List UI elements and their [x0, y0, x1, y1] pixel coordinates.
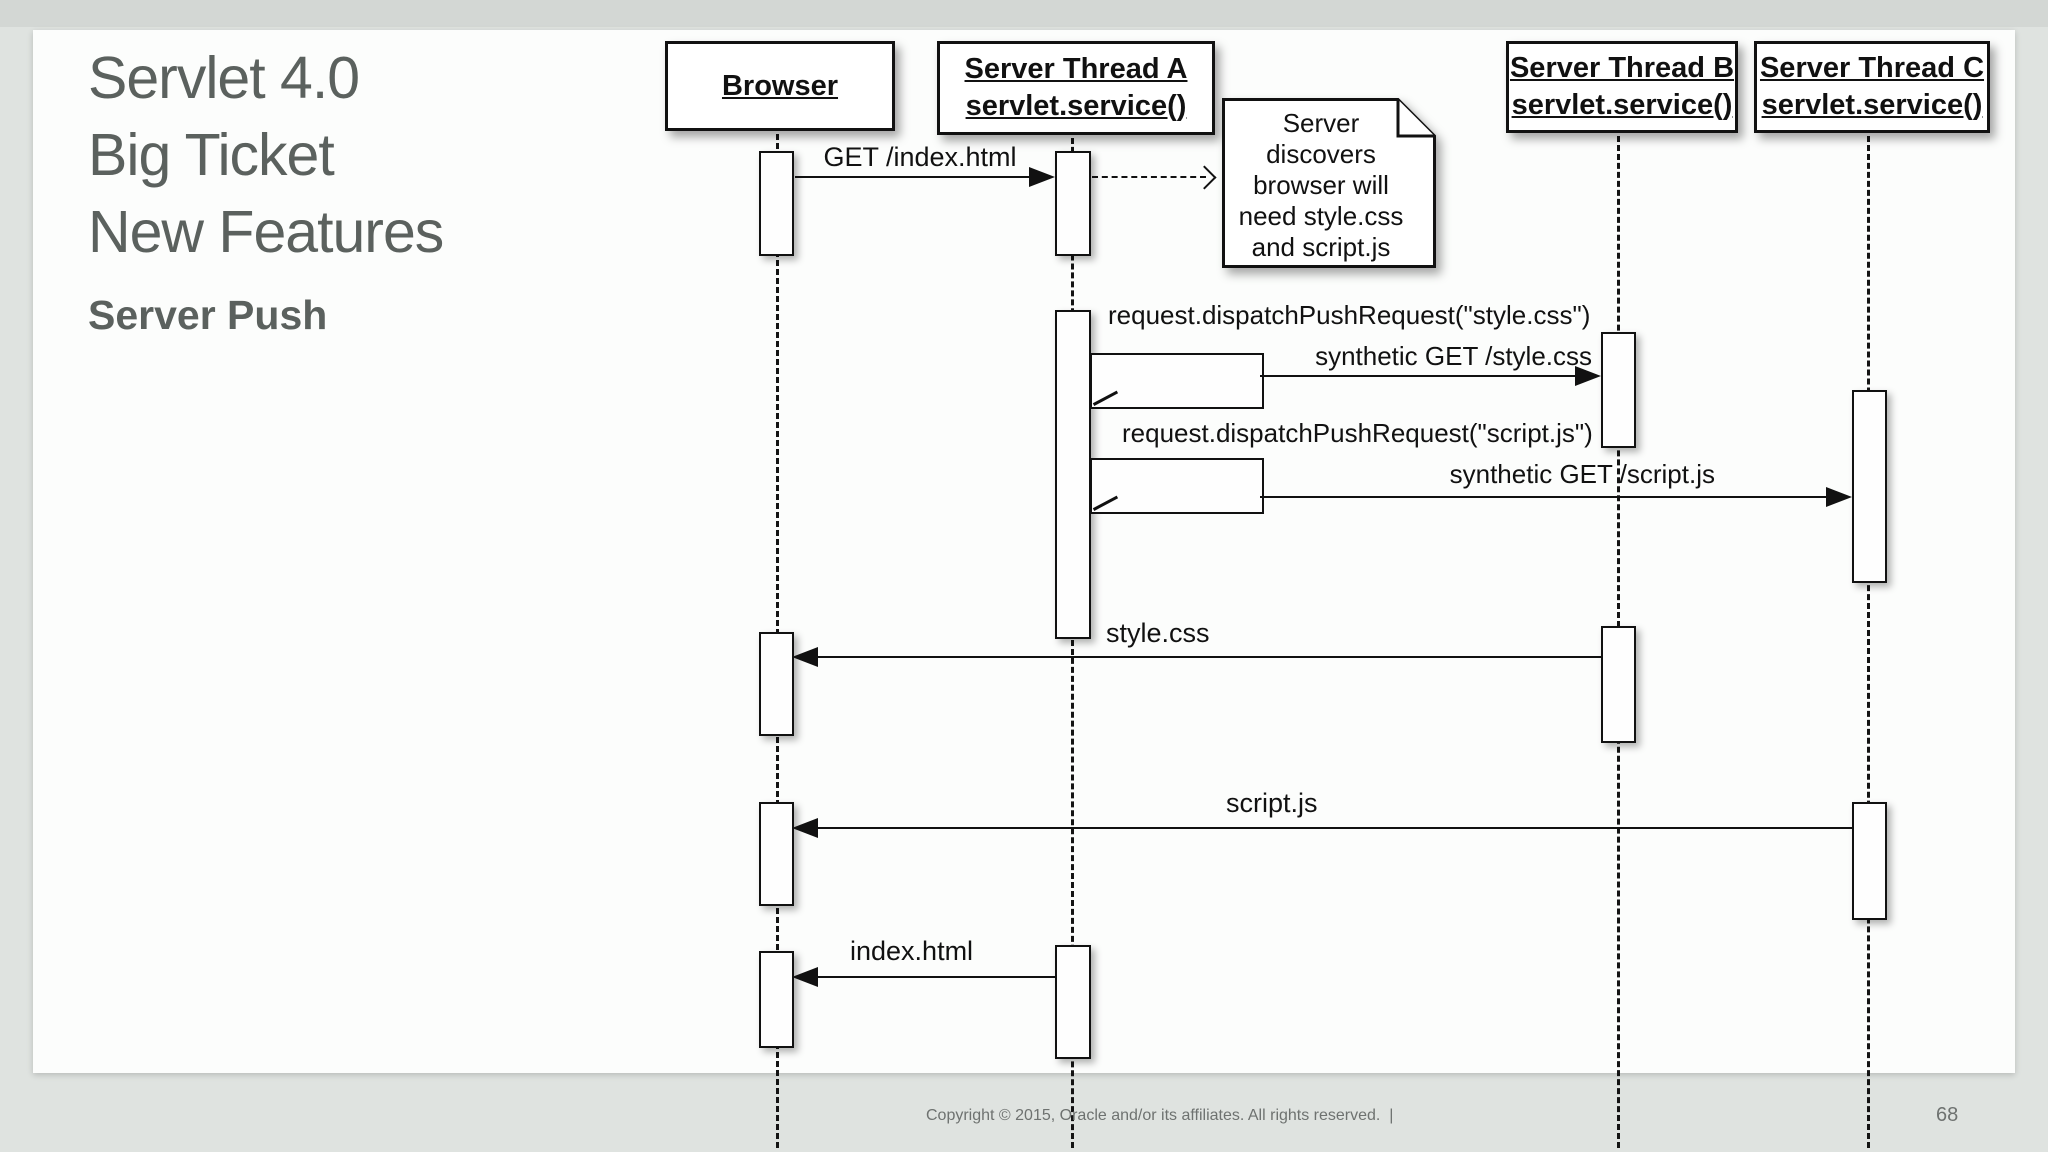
self-call-box-style	[1090, 353, 1264, 409]
activation-bar-browser-3	[759, 802, 794, 906]
arrowhead-synthetic-script	[1826, 487, 1852, 507]
arrow-line-return-script	[816, 827, 1852, 829]
arrow-line-synthetic-script	[1260, 496, 1830, 498]
message-label-return-script: script.js	[1226, 788, 1318, 818]
message-label-dispatch-script: request.dispatchPushRequest("script.js")	[1122, 418, 1593, 448]
page-subtitle: Server Push	[88, 292, 328, 338]
activation-bar-thread-a-3	[1055, 945, 1091, 1059]
arrowhead-return-style	[792, 647, 818, 667]
self-call-box-script	[1090, 458, 1264, 514]
participant-name: Server Thread B	[1509, 52, 1735, 84]
participant-subtitle: servlet.service()	[965, 90, 1187, 122]
activation-bar-browser-4	[759, 951, 794, 1048]
activation-bar-thread-c-2	[1852, 802, 1887, 920]
note-shape	[1222, 98, 1436, 268]
lifeline-thread-c	[1867, 127, 1870, 1148]
activation-bar-thread-c-1	[1852, 390, 1887, 583]
participant-name: Server Thread C	[1759, 52, 1985, 84]
footer-copyright: Copyright © 2015, Oracle and/or its affi…	[926, 1107, 1394, 1124]
note-text: Server discovers browser will need style…	[1238, 108, 1404, 262]
participant-name: Browser	[721, 69, 839, 102]
message-label-dispatch-style: request.dispatchPushRequest("style.css")	[1108, 300, 1591, 330]
arrow-line-note	[1092, 176, 1206, 178]
slide-body	[33, 30, 2015, 1073]
arrow-line-synthetic-style	[1260, 375, 1580, 377]
arrow-line-get-index	[795, 176, 1033, 178]
message-label-get-index: GET /index.html	[823, 142, 1017, 172]
arrowhead-synthetic-style	[1575, 366, 1601, 386]
page-title: Servlet 4.0 Big Ticket New Features	[88, 45, 444, 265]
message-label-return-style: style.css	[1106, 618, 1210, 648]
arrowhead-return-script	[792, 818, 818, 838]
message-label-synthetic-script: synthetic GET /script.js	[1449, 459, 1715, 489]
activation-bar-browser-1	[759, 151, 794, 256]
arrow-line-return-style	[816, 656, 1601, 658]
participant-box-browser: Browser	[665, 41, 895, 131]
activation-bar-thread-a-2	[1055, 310, 1091, 639]
activation-bar-thread-b-1	[1601, 332, 1636, 448]
activation-bar-thread-a-1	[1055, 151, 1091, 256]
arrow-line-return-index	[816, 976, 1055, 978]
participant-subtitle: servlet.service()	[1511, 89, 1733, 121]
activation-bar-thread-b-2	[1601, 626, 1636, 743]
participant-box-thread-c: Server Thread C servlet.service()	[1754, 41, 1990, 133]
top-border-strip	[0, 0, 2048, 27]
page-number: 68	[1936, 1104, 1959, 1126]
participant-name: Server Thread A	[964, 53, 1188, 85]
activation-bar-browser-2	[759, 632, 794, 736]
participant-box-thread-a: Server Thread A servlet.service()	[937, 41, 1215, 135]
participant-box-thread-b: Server Thread B servlet.service()	[1506, 41, 1738, 133]
message-label-return-index: index.html	[850, 936, 974, 966]
participant-subtitle: servlet.service()	[1761, 89, 1983, 121]
arrowhead-get-index	[1029, 167, 1055, 187]
message-label-synthetic-style: synthetic GET /style.css	[1315, 341, 1592, 371]
arrowhead-return-index	[792, 967, 818, 987]
